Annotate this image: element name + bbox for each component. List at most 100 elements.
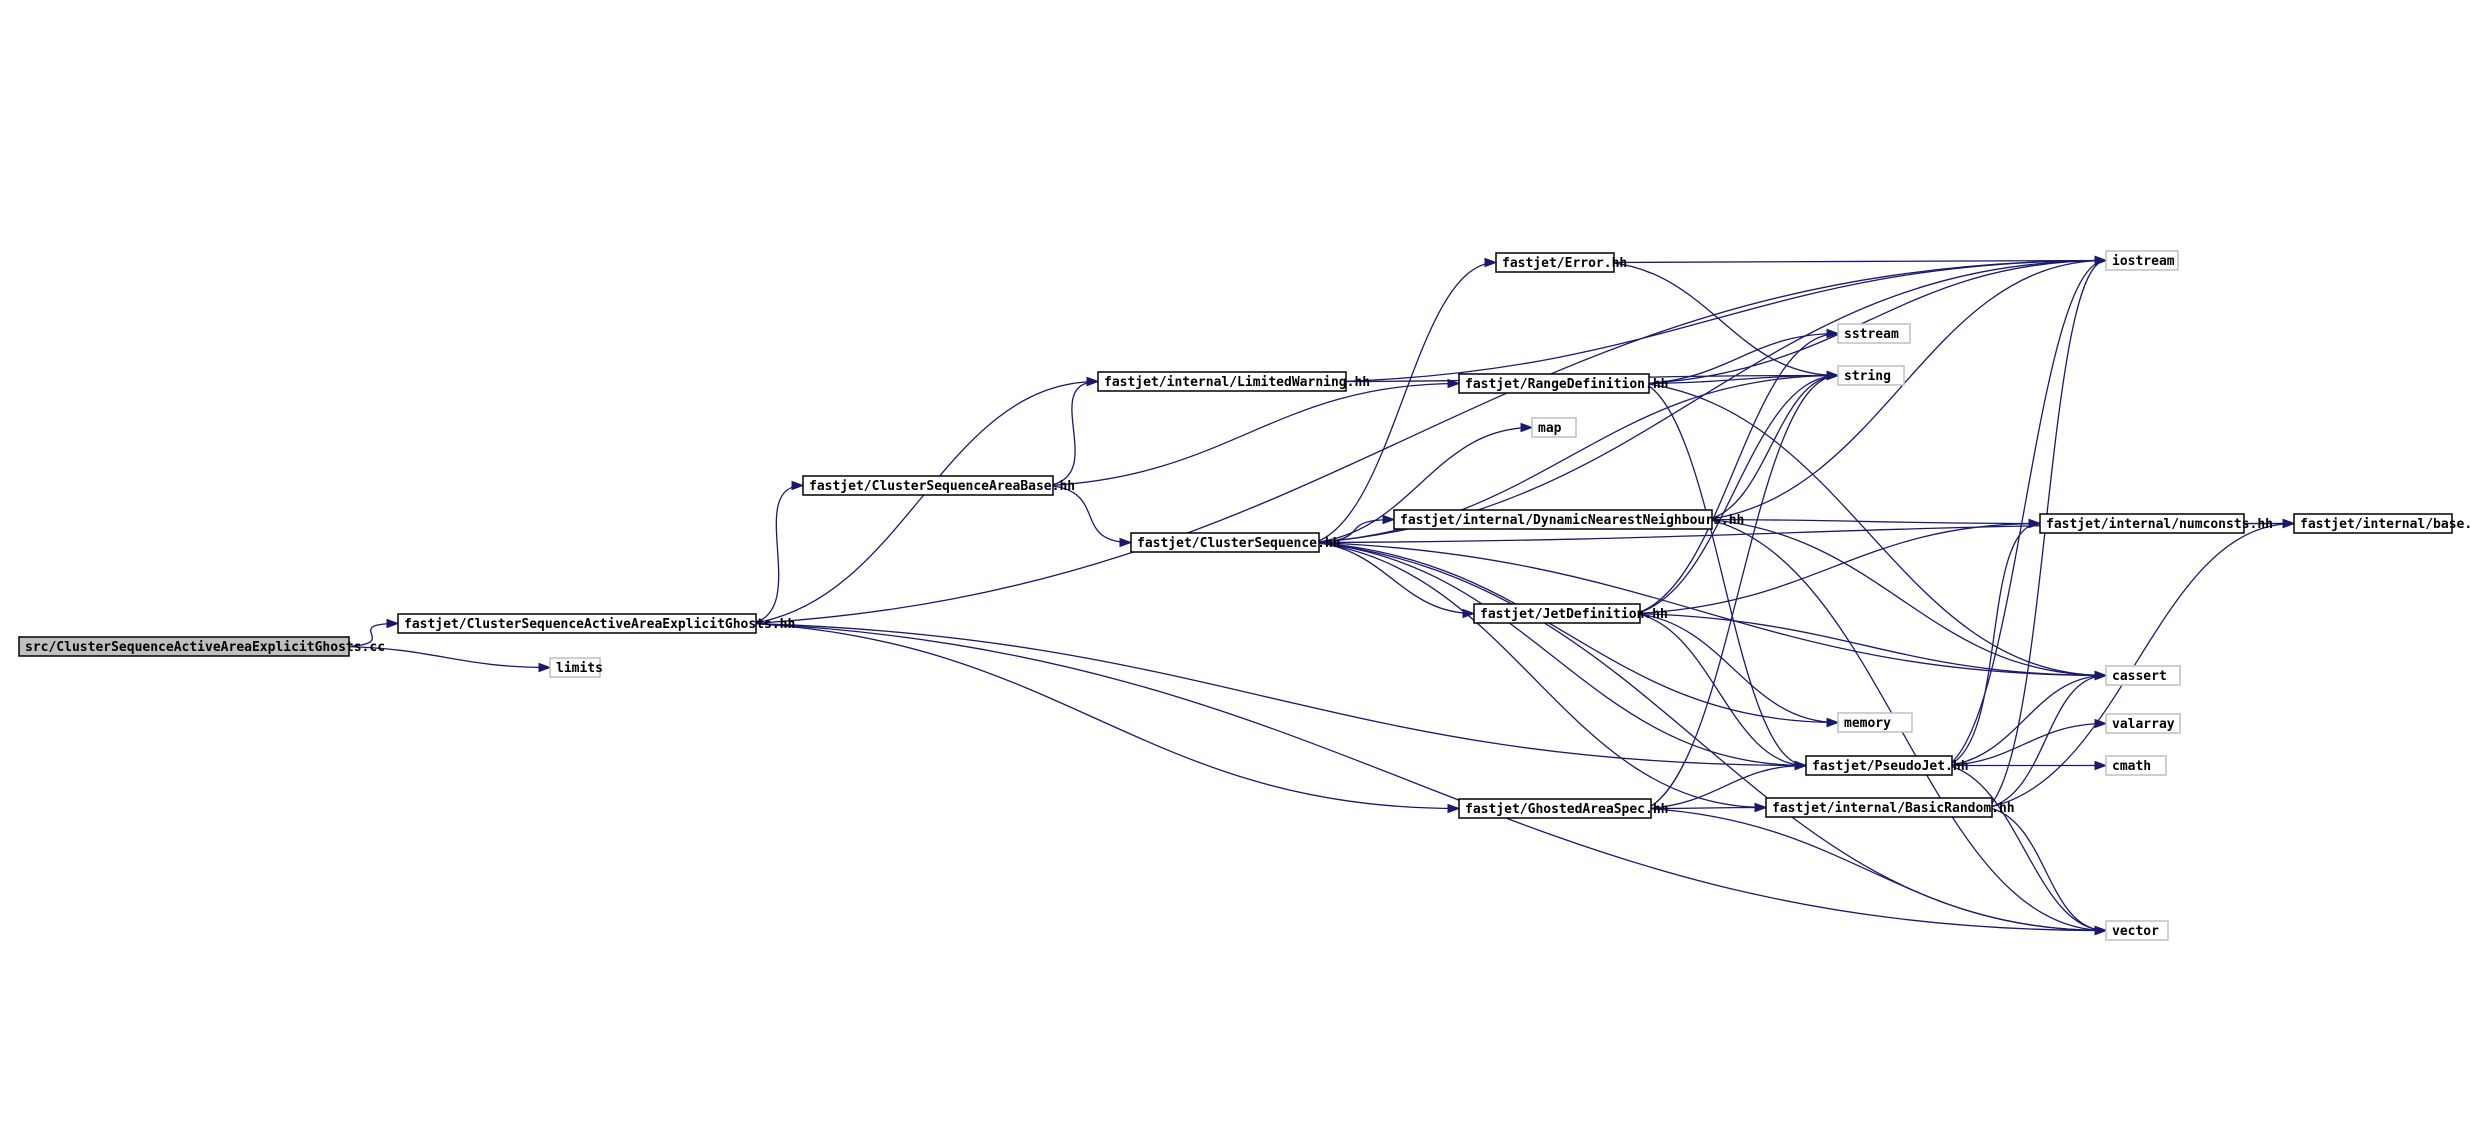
edge-rangedef-to-pseudojet [1644,382,1807,767]
edge-cs-to-vector [1314,541,2107,932]
node-numconsts[interactable]: fastjet/internal/numconsts.hh [2039,513,2273,534]
edge-jetdef-to-sstream [1635,332,1839,615]
node-pseudojet[interactable]: fastjet/PseudoJet.hh [1805,755,1969,776]
edge-error-to-string [1609,261,1839,377]
edge-dnn-to-vector [1707,518,2107,932]
nodes-layer: src/ClusterSequenceActiveAreaExplicitGho… [18,250,2470,941]
edge-gas-to-pseudojet [1646,764,1807,810]
edge-dnn-to-cassert [1707,518,2107,677]
node-box-cmath [2105,755,2167,776]
arrowhead-gas-to-basicrandom [1754,802,1768,813]
node-box-memory [1837,712,1913,733]
edge-cs-to-error [1314,261,1497,544]
edge-root-to-limits [344,645,551,669]
edge-cs-to-jetdef [1314,541,1475,615]
edge-csaaeg-to-vector [751,622,2107,932]
edge-cs-to-map [1314,426,1533,544]
edge-csab-to-cs [1048,484,1132,544]
node-label-gas: fastjet/GhostedAreaSpec.hh [1465,802,1669,817]
node-label-valarray: valarray [2112,717,2175,732]
node-label-lw: fastjet/internal/LimitedWarning.hh [1104,375,1370,390]
node-box-rangedef [1458,373,1650,394]
node-map: map [1531,417,1577,438]
edge-pseudojet-to-valarray [1947,722,2107,767]
node-box-sstream [1837,323,1911,344]
arrowhead-jetdef-to-memory [1826,717,1840,728]
node-box-gas [1458,798,1652,819]
edge-gas-to-basicrandom [1646,806,1767,810]
arrowhead-gas-to-pseudojet [1794,760,1808,771]
edges-layer [344,255,2296,936]
edge-csab-to-lw [1048,380,1099,487]
node-box-basicrandom [1765,797,1993,818]
arrowhead-root-to-csaaeg [386,618,400,629]
node-dnn[interactable]: fastjet/internal/DynamicNearestNeighbour… [1393,509,1744,530]
edge-pseudojet-to-iostream [1947,259,2107,767]
edge-basicrandom-to-iostream [1987,259,2107,808]
node-csaaeg[interactable]: fastjet/ClusterSequenceActiveAreaExplici… [397,613,795,634]
edge-basicrandom-to-vector [1987,806,2107,932]
edge-pseudojet-to-numconsts [1947,522,2041,767]
node-label-basicrandom: fastjet/internal/BasicRandom.hh [1772,801,2015,816]
arrowhead-cs-to-dnn [1382,514,1396,525]
node-vector: vector [2105,920,2169,941]
node-label-vector: vector [2112,924,2159,939]
arrowhead-pseudojet-to-numconsts [2028,518,2042,529]
node-rangedef[interactable]: fastjet/RangeDefinition.hh [1458,373,1669,394]
node-label-cs: fastjet/ClusterSequence.hh [1137,536,1341,551]
node-box-dnn [1393,509,1713,530]
node-box-csab [802,475,1054,496]
arrowhead-csaaeg-to-csab [791,480,805,491]
edge-jetdef-to-memory [1635,612,1839,724]
node-label-limits: limits [556,661,603,676]
node-label-error: fastjet/Error.hh [1502,256,1627,271]
edge-cs-to-pseudojet [1314,541,1807,767]
edge-jetdef-to-pseudojet [1635,612,1807,767]
node-box-base [2293,513,2453,534]
node-label-root: src/ClusterSequenceActiveAreaExplicitGho… [25,640,385,655]
node-box-iostream [2105,250,2179,271]
node-box-valarray [2105,713,2181,734]
node-csab[interactable]: fastjet/ClusterSequenceAreaBase.hh [802,475,1075,496]
arrowhead-jetdef-to-sstream [1826,328,1840,339]
edge-pseudojet-to-cassert [1947,674,2107,767]
edge-rangedef-to-iostream [1644,259,2107,385]
node-memory: memory [1837,712,1913,733]
edge-csaaeg-to-csab [751,484,804,625]
node-box-cassert [2105,665,2181,686]
edge-error-to-iostream [1609,259,2107,264]
node-label-numconsts: fastjet/internal/numconsts.hh [2046,517,2273,532]
node-basicrandom[interactable]: fastjet/internal/BasicRandom.hh [1765,797,2015,818]
node-base[interactable]: fastjet/internal/base.hh [2293,513,2470,534]
node-label-cmath: cmath [2112,759,2151,774]
node-cs[interactable]: fastjet/ClusterSequence.hh [1130,532,1341,553]
node-label-csab: fastjet/ClusterSequenceAreaBase.hh [809,479,1075,494]
node-error[interactable]: fastjet/Error.hh [1495,252,1627,273]
node-label-csaaeg: fastjet/ClusterSequenceActiveAreaExplici… [404,617,795,632]
node-label-iostream: iostream [2112,254,2175,269]
node-box-limits [549,657,601,678]
edge-csaaeg-to-pseudojet [751,622,1807,767]
arrowhead-root-to-limits [538,662,552,673]
arrowhead-csab-to-rangedef [1447,378,1461,389]
arrowhead-csab-to-cs [1119,537,1133,548]
node-box-cs [1130,532,1320,553]
node-lw[interactable]: fastjet/internal/LimitedWarning.hh [1097,371,1370,392]
node-gas[interactable]: fastjet/GhostedAreaSpec.hh [1458,798,1669,819]
node-label-base: fastjet/internal/base.hh [2300,517,2470,532]
edge-dnn-to-numconsts [1707,518,2041,525]
arrowhead-gas-to-string [1826,370,1840,381]
node-label-sstream: sstream [1844,327,1899,342]
arrowhead-basicrandom-to-cassert [2094,670,2108,681]
edge-csab-to-rangedef [1048,382,1460,487]
edge-jetdef-to-string [1635,374,1839,615]
node-jetdef[interactable]: fastjet/JetDefinition.hh [1473,603,1668,624]
edge-rangedef-to-sstream [1644,332,1839,385]
edge-lw-to-iostream [1341,259,2107,383]
node-box-lw [1097,371,1347,392]
node-iostream: iostream [2105,250,2179,271]
arrowhead-basicrandom-to-iostream [2094,255,2108,266]
edge-gas-to-string [1646,374,1839,810]
node-label-pseudojet: fastjet/PseudoJet.hh [1812,759,1969,774]
